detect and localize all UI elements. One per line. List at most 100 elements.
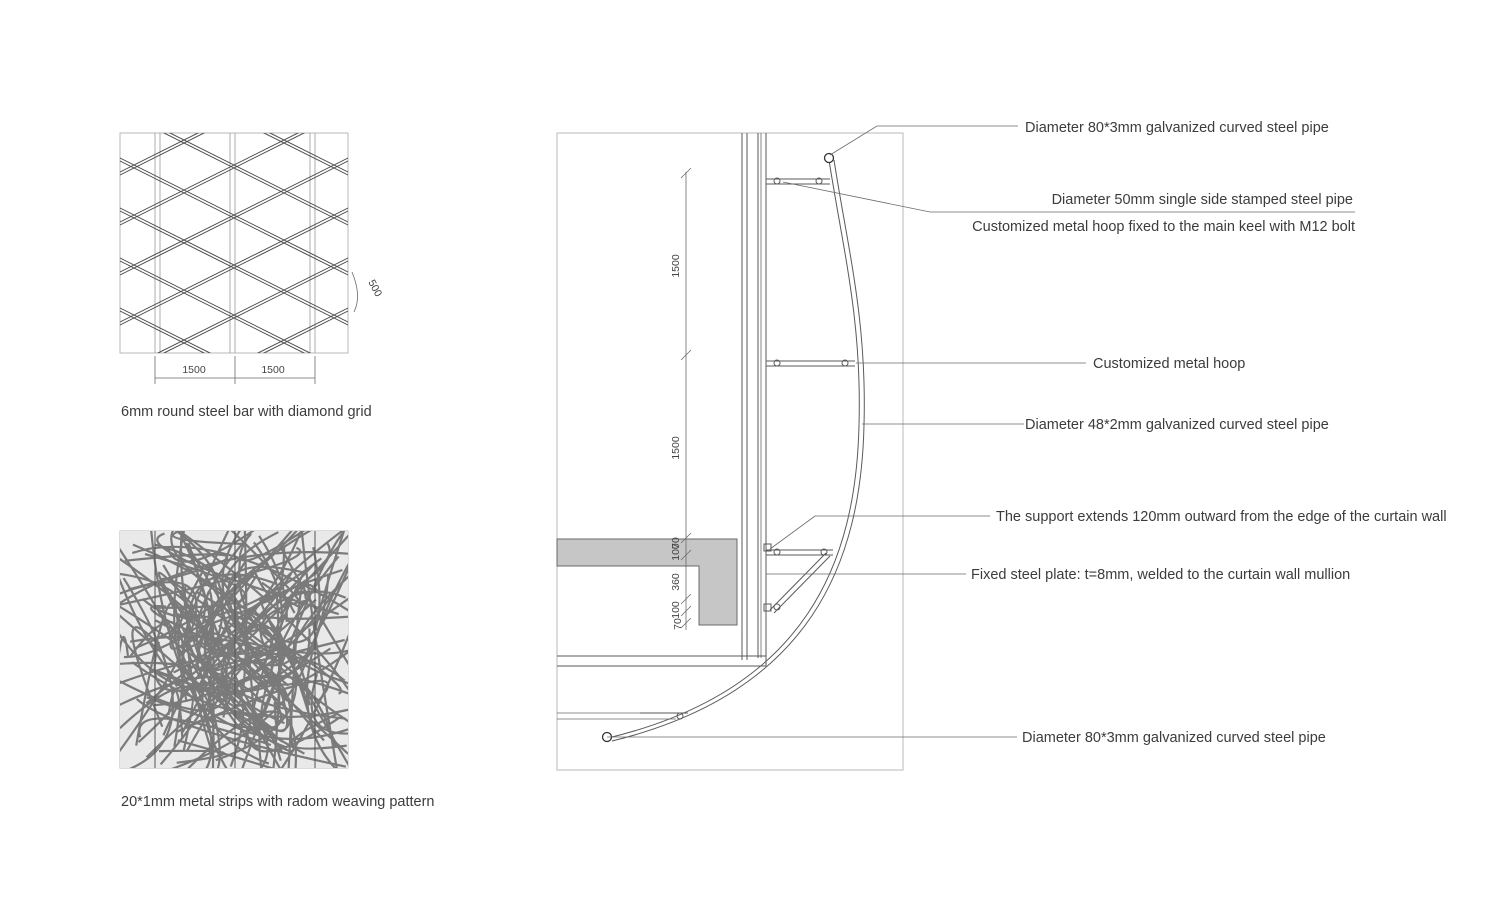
woven-strip xyxy=(166,531,255,563)
woven-strip xyxy=(196,541,331,630)
woven-strip-panel: 20*1mm metal strips with radom weaving p… xyxy=(119,530,435,810)
woven-strip xyxy=(183,586,262,655)
diamond-bar xyxy=(70,0,398,97)
diamond-bar xyxy=(70,0,398,47)
diamond-bar xyxy=(70,0,398,97)
diamond-bar xyxy=(262,310,348,353)
woven-strip xyxy=(182,712,282,761)
dim-70-bottom: 70 xyxy=(672,618,684,630)
woven-strip xyxy=(300,531,338,768)
dim-width-left: 1500 xyxy=(182,364,206,376)
dim-lower: 1500 xyxy=(670,436,682,460)
woven-strip xyxy=(177,739,275,768)
woven-strip xyxy=(158,749,226,764)
diamond-bar xyxy=(120,133,206,176)
diamond-bar xyxy=(120,133,300,223)
woven-strip xyxy=(135,601,180,746)
diamond-bar xyxy=(70,0,398,150)
callout-hoop: Customized metal hoop xyxy=(1093,356,1245,372)
diamond-panel-frame xyxy=(119,132,349,354)
diamond-bar xyxy=(120,210,348,326)
diamond-bar xyxy=(70,0,398,147)
callout-top-pipe: Diameter 80*3mm galvanized curved steel … xyxy=(1025,120,1329,136)
callout-pipe-48: Diameter 48*2mm galvanized curved steel … xyxy=(1025,417,1329,433)
woven-strip xyxy=(204,629,348,655)
woven-strip xyxy=(120,675,229,712)
diamond-bar xyxy=(120,160,348,276)
diamond-bar xyxy=(156,257,348,353)
woven-strip xyxy=(120,547,213,768)
dim-width-right: 1500 xyxy=(261,364,285,376)
woven-strip xyxy=(171,531,245,546)
woven-strip xyxy=(145,626,285,729)
diamond-grid-panel: 1500 1500 500 6mm round steel bar with d… xyxy=(70,0,398,420)
callout-hoop-fixed: Customized metal hoop fixed to the main … xyxy=(972,219,1355,235)
bottom-hoop xyxy=(640,712,688,720)
diamond-caption: 6mm round steel bar with diamond grid xyxy=(121,404,372,420)
diamond-bar xyxy=(256,307,348,353)
dim-upper: 1500 xyxy=(670,254,682,278)
woven-strip xyxy=(258,555,340,768)
dim-spacing: 500 xyxy=(365,278,384,299)
dim-360: 360 xyxy=(670,573,682,591)
woven-strip xyxy=(233,541,284,690)
woven-strip xyxy=(288,590,314,614)
diamond-bar xyxy=(120,307,212,353)
woven-strip xyxy=(120,685,215,756)
leader-lines xyxy=(607,125,1355,738)
diamond-bar xyxy=(70,0,398,100)
woven-strip xyxy=(137,531,224,744)
diamond-bar xyxy=(70,0,398,50)
diamond-bar xyxy=(120,133,200,173)
hoop-middle xyxy=(766,359,855,367)
diamond-bar xyxy=(120,133,306,226)
hoop-upper xyxy=(766,177,830,185)
woven-strip xyxy=(120,577,348,741)
woven-strip xyxy=(120,546,302,606)
woven-mesh xyxy=(120,531,348,768)
woven-strip xyxy=(120,581,198,753)
woven-strip xyxy=(195,590,343,695)
concrete-slab xyxy=(556,538,738,626)
woven-strip xyxy=(138,717,272,747)
diamond-width-dimension: 1500 1500 xyxy=(154,356,316,384)
diamond-bar xyxy=(70,0,398,47)
woven-strip xyxy=(154,605,292,732)
woven-strip xyxy=(183,531,249,644)
woven-strip xyxy=(221,531,272,650)
diamond-bar xyxy=(120,157,348,273)
section-drawing: 1500 1500 100 70 360 100 70 xyxy=(556,125,1355,771)
diamond-bar xyxy=(70,0,398,100)
curtain-wall xyxy=(557,133,767,667)
woven-strip xyxy=(148,573,330,693)
woven-strip xyxy=(215,619,297,762)
callout-stamped-pipe: Diameter 50mm single side stamped steel … xyxy=(1052,192,1353,208)
diamond-bar xyxy=(268,133,348,173)
woven-strip xyxy=(156,532,340,616)
diamond-bar xyxy=(262,133,348,176)
diamond-bar xyxy=(120,310,206,353)
diamond-mesh xyxy=(70,0,398,353)
woven-strip xyxy=(174,572,293,688)
woven-strip xyxy=(280,634,348,768)
woven-strip xyxy=(290,713,347,750)
woven-strip xyxy=(305,563,348,768)
woven-caption: 20*1mm metal strips with radom weaving p… xyxy=(121,794,435,810)
woven-strip xyxy=(222,623,317,740)
woven-strip xyxy=(120,572,212,710)
dim-100-bottom: 100 xyxy=(670,601,682,619)
section-frame xyxy=(556,132,904,771)
woven-strip xyxy=(259,598,348,723)
woven-strip xyxy=(245,716,341,753)
woven-strip xyxy=(220,531,344,749)
woven-strip xyxy=(203,531,312,725)
woven-strip xyxy=(128,621,185,747)
callout-bottom-pipe: Diameter 80*3mm galvanized curved steel … xyxy=(1022,730,1326,746)
top-pipe-end xyxy=(823,152,835,164)
support-bracket xyxy=(763,543,833,614)
woven-strip xyxy=(291,575,348,678)
diamond-bar xyxy=(70,0,398,150)
callout-labels: Diameter 80*3mm galvanized curved steel … xyxy=(971,120,1447,746)
woven-strip xyxy=(252,692,289,733)
